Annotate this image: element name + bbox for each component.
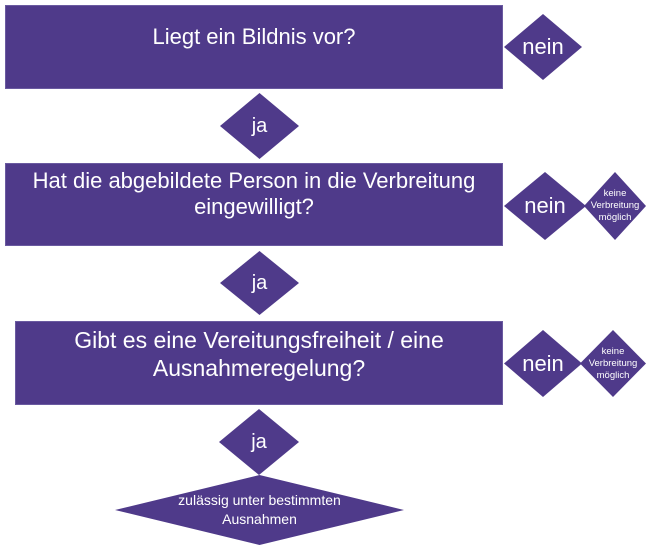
diamond-shape <box>504 172 586 240</box>
diamond-shape <box>220 93 299 159</box>
question-box-1: Liegt ein Bildnis vor? <box>5 5 503 89</box>
yes-label-2: ja <box>251 271 268 294</box>
final-outcome-label: zulässig unter bestimmten Ausnahmen <box>115 475 404 545</box>
yes-label-1: ja <box>251 114 268 137</box>
outcome-diamond-2: keine Verbreitung möglich <box>584 172 646 240</box>
outcome-label-2: keine Verbreitung möglich <box>584 172 646 240</box>
final-outcome-diamond: zulässig unter bestimmten Ausnahmen <box>115 475 404 545</box>
outcome-2-line-3: möglich <box>598 212 632 223</box>
outcome-diamond-3: keine Verbreitung möglich <box>580 330 646 397</box>
outcome-3-line-2: Verbreitung <box>588 357 638 369</box>
question-2-line-2: eingewilligt? <box>194 194 314 219</box>
question-box-3: Gibt es eine Vereitungsfreiheit / eine A… <box>15 321 503 405</box>
diamond-shape <box>220 251 299 315</box>
outcome-3-line-3: möglich <box>596 369 630 381</box>
diamond-shape <box>219 409 299 475</box>
yes-diamond-2: ja <box>220 251 299 315</box>
diamond-shape <box>580 330 646 397</box>
diamond-shape <box>504 330 582 397</box>
no-diamond-1: nein <box>504 14 582 80</box>
yes-diamond-3: ja <box>219 409 299 475</box>
final-outcome-line-2: Ausnahmen <box>222 511 297 527</box>
final-outcome-line-1: zulässig unter bestimmten <box>178 492 341 508</box>
question-3-line-2: Ausnahmeregelung? <box>152 355 366 381</box>
question-2-line-1: Hat die abgebildete Person in die Verbre… <box>32 168 476 193</box>
yes-diamond-1: ja <box>220 93 299 159</box>
question-3-line-1: Gibt es eine Vereitungsfreiheit / eine <box>74 327 444 353</box>
outcome-label-3: keine Verbreitung möglich <box>580 330 646 397</box>
no-diamond-3: nein <box>504 330 582 397</box>
diamond-shape <box>584 172 646 240</box>
outcome-2-line-1: keine <box>603 188 627 199</box>
question-1-text: Liegt ein Bildnis vor? <box>152 24 356 49</box>
diamond-shape <box>115 475 404 545</box>
no-label-3: nein <box>522 350 564 376</box>
outcome-2-line-2: Verbreitung <box>590 200 640 211</box>
diamond-shape <box>504 14 582 80</box>
no-label-1: nein <box>522 34 564 59</box>
no-diamond-2: nein <box>504 172 586 240</box>
question-box-2: Hat die abgebildete Person in die Verbre… <box>5 163 503 246</box>
yes-label-3: ja <box>251 430 267 453</box>
no-label-2: nein <box>524 193 566 218</box>
outcome-3-line-1: keine <box>601 345 625 357</box>
